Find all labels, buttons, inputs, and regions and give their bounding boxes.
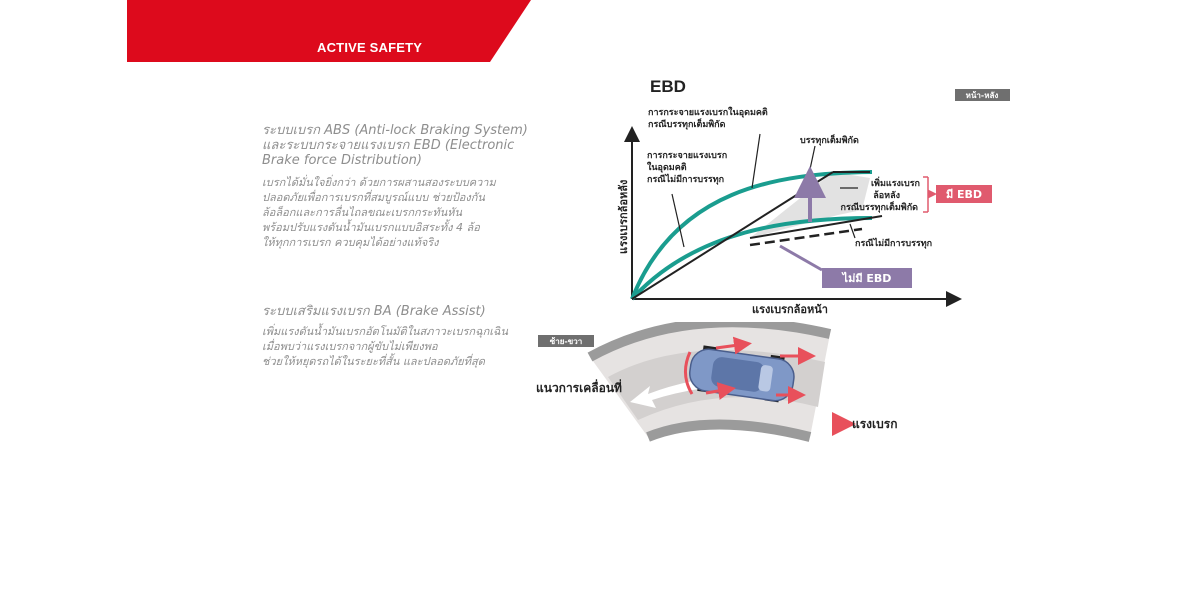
braking-force-arrow — [705, 382, 736, 400]
callout-ideal-empty-line: ในอุดมคติ — [647, 161, 687, 173]
abs-ebd-title: ระบบเบรก ABS (Anti-lock Braking System) … — [262, 123, 592, 168]
ba-body-line: เพิ่มแรงดันน้ำมันเบรกอัตโนมัติในสภาวะเบร… — [262, 325, 508, 338]
with-ebd-badge: มี EBD — [946, 188, 982, 201]
callout-ideal-full-line: กรณีบรรทุกเต็มพิกัด — [648, 117, 726, 130]
leader-ideal-empty — [671, 193, 685, 248]
abs-title-line: Brake force Distribution) — [262, 153, 422, 168]
abs-body-line: ให้ทุกการเบรก ควบคุมได้อย่างแท้จริง — [262, 236, 439, 249]
left-right-tag: ซ้าย-ขวา — [550, 336, 582, 346]
yaw-control-arrow — [684, 351, 694, 395]
legend-label: แรงเบรก — [852, 417, 897, 431]
left-right-tag-bg — [538, 335, 594, 347]
with-ebd-badge-bg — [936, 185, 992, 203]
label-increase-line: กรณีบรรทุกเต็มพิกัด — [841, 200, 919, 213]
abs-title-line: และระบบกระจายแรงเบรก EBD (Electronic — [262, 138, 515, 153]
y-axis-label: แรงเบรกล้อหลัง — [617, 180, 630, 254]
abs-body-line: ล้อล็อกและการลื่นไถลขณะเบรกกระทันหัน — [262, 206, 462, 219]
callout-ideal-empty-line: กรณีไม่มีการบรรทุก — [647, 173, 724, 185]
abs-body-line: ปลอดภัยเพื่อการเบรกที่สมบูรณ์แบบ ช่วยป้อ… — [262, 191, 485, 204]
direction-label: แนวการเคลื่อนที่ — [536, 379, 622, 395]
label-increase-line: ล้อหลัง — [873, 190, 900, 201]
road-edge-top — [587, 322, 832, 362]
abs-body-line: พร้อมปรับแรงดันน้ำมันเบรกแบบอิสระทั้ง 4 … — [262, 221, 480, 234]
abs-ebd-description: เบรกได้มั่นใจยิ่งกว่า ด้วยการผสานสองระบบ… — [262, 175, 562, 250]
braking-force-arrow — [715, 336, 752, 355]
ba-diagram: ซ้าย-ขวา แนวการเคลื่อนที่ แรงเบรก — [536, 322, 897, 442]
ba-description: เพิ่มแรงดันน้ำมันเบรกอัตโนมัติในสภาวะเบร… — [262, 324, 562, 369]
ideal-curve-no-load — [630, 216, 873, 301]
abs-body-line: เบรกได้มั่นใจยิ่งกว่า ด้วยการผสานสองระบบ… — [262, 176, 496, 189]
ba-body-line: เมื่อพบว่าแรงเบรกจากผู้ขับไม่เพียงพอ — [262, 340, 438, 353]
section-label: ACTIVE SAFETY — [317, 40, 423, 55]
label-full-load: บรรทุกเต็มพิกัด — [800, 133, 859, 146]
pointer-without-ebd — [779, 244, 823, 272]
without-ebd-badge: ไม่มี EBD — [841, 271, 892, 285]
callout-ideal-empty-line: การกระจายแรงเบรก — [647, 151, 727, 161]
header-banner — [127, 0, 531, 62]
ba-title: ระบบเสริมแรงเบรก BA (Brake Assist) — [262, 304, 592, 319]
x-axis-label: แรงเบรกล้อหน้า — [752, 303, 828, 316]
red-banner-shape — [127, 0, 531, 62]
windshield — [758, 365, 773, 392]
ideal-curve-full-load — [630, 170, 873, 300]
without-ebd-badge-bg — [822, 268, 912, 288]
ebd-diagram: EBD หน้า-หลัง แรงเบรกล้อหลัง แรงเบรกล้อห… — [617, 77, 1010, 316]
leader-no-load — [849, 223, 856, 239]
front-rear-tag-bg — [955, 89, 1010, 101]
front-rear-tag: หน้า-หลัง — [966, 90, 999, 100]
ebd-title: EBD — [650, 77, 686, 96]
ba-body-line: ช่วยให้หยุดรถได้ในระยะที่สั้น และปลอดภัย… — [262, 355, 485, 368]
label-no-load: กรณีไม่มีการบรรทุก — [855, 237, 932, 249]
with-ebd-line — [631, 171, 834, 300]
label-increase-line: เพิ่มแรงเบรก — [871, 176, 920, 189]
road-edge-bottom — [646, 419, 812, 442]
ba-title-line: ระบบเสริมแรงเบรก BA (Brake Assist) — [262, 304, 486, 319]
callout-ideal-full-line: การกระจายแรงเบรกในอุดมคติ — [648, 106, 768, 118]
abs-title-line: ระบบเบรก ABS (Anti-lock Braking System) — [262, 123, 528, 138]
without-ebd-dashed-line — [749, 227, 863, 247]
ebd-flat-line — [749, 215, 883, 239]
leader-ideal-full — [751, 133, 761, 189]
